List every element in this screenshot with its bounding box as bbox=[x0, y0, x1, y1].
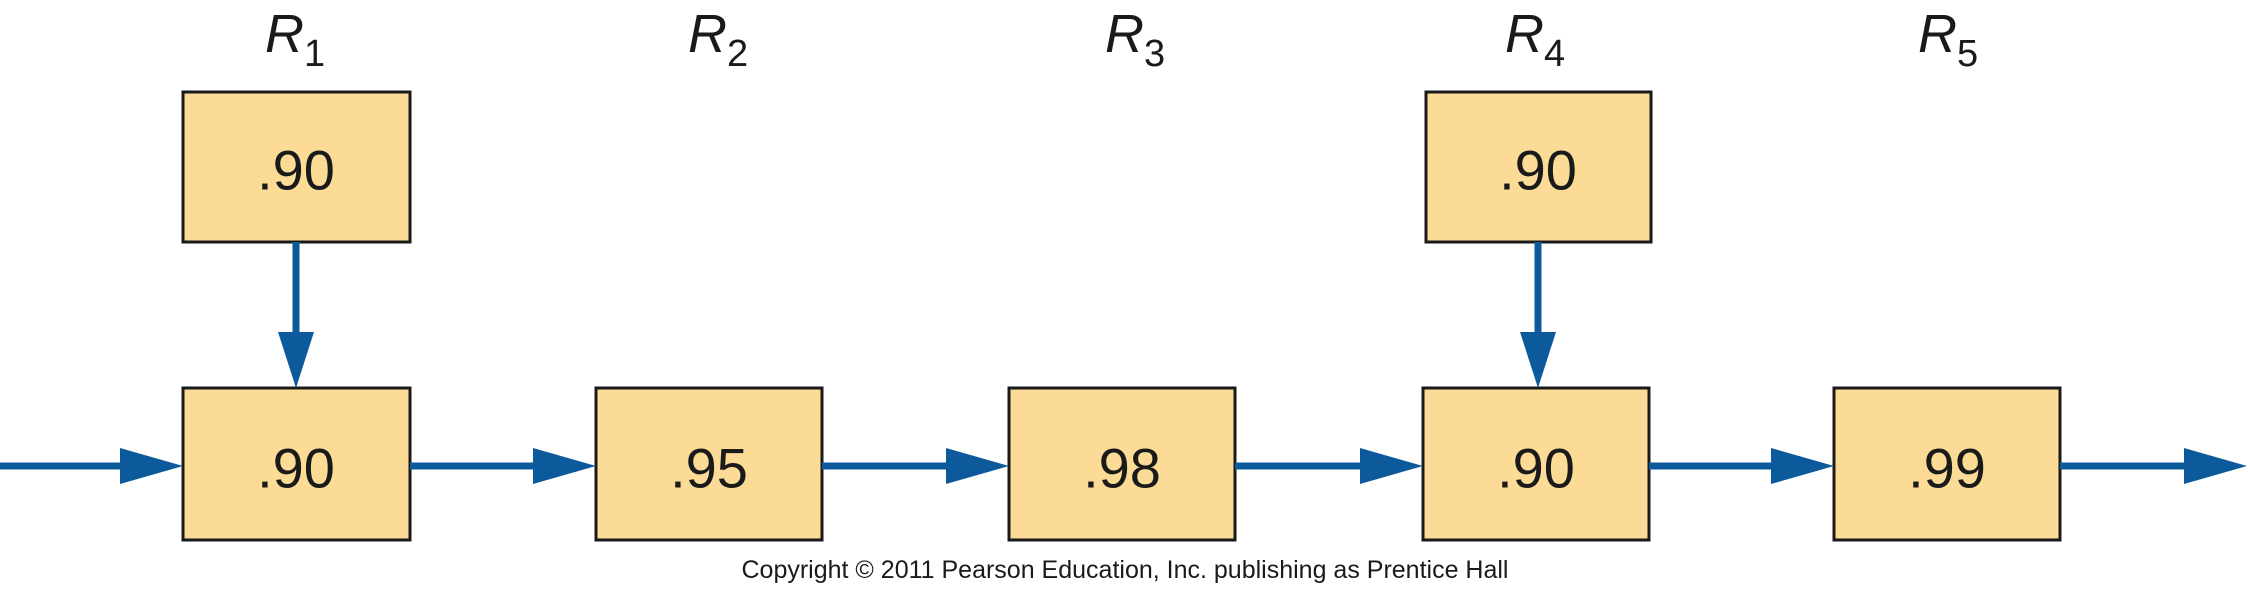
arrow-r3-r4-head bbox=[1360, 448, 1423, 484]
input-arrow-head bbox=[120, 448, 183, 484]
primary-box-r3: .98 bbox=[1007, 386, 1237, 542]
backup-arrow-r4-head bbox=[1520, 332, 1556, 388]
arrow-r2-r3-head bbox=[946, 448, 1009, 484]
component-label-r5-subscript: 5 bbox=[1957, 33, 1978, 75]
backup-box-r1: .90 bbox=[181, 90, 412, 244]
component-label-r2: R2 bbox=[688, 4, 748, 75]
component-label-r1: R1 bbox=[265, 4, 325, 75]
arrow-r4-r5-head bbox=[1771, 448, 1834, 484]
arrow-r1-r2-head bbox=[533, 448, 596, 484]
primary-value-r2: .95 bbox=[670, 437, 748, 500]
primary-value-r4: .90 bbox=[1497, 437, 1575, 500]
copyright-notice: Copyright © 2011 Pearson Education, Inc.… bbox=[741, 556, 1509, 584]
component-label-r5: R5 bbox=[1918, 4, 1978, 75]
backup-value-r4: .90 bbox=[1499, 139, 1577, 202]
primary-value-r1: .90 bbox=[257, 437, 335, 500]
component-label-r3-subscript: 3 bbox=[1144, 33, 1165, 75]
component-label-r4: R4 bbox=[1505, 4, 1565, 75]
backup-box-r4: .90 bbox=[1424, 90, 1653, 244]
component-label-r3: R3 bbox=[1105, 4, 1165, 75]
component-label-r2-subscript: 2 bbox=[727, 33, 748, 75]
primary-box-r1: .90 bbox=[181, 386, 412, 542]
primary-box-r2: .95 bbox=[594, 386, 824, 542]
backup-value-r1: .90 bbox=[257, 139, 335, 202]
primary-box-r5: .99 bbox=[1832, 386, 2062, 542]
component-label-r4-subscript: 4 bbox=[1544, 33, 1565, 75]
backup-arrow-r1-head bbox=[278, 332, 314, 388]
primary-value-r3: .98 bbox=[1083, 437, 1161, 500]
primary-box-r4: .90 bbox=[1421, 386, 1651, 542]
output-arrow-head bbox=[2184, 448, 2247, 484]
component-label-r1-subscript: 1 bbox=[304, 33, 325, 75]
primary-value-r5: .99 bbox=[1908, 437, 1986, 500]
